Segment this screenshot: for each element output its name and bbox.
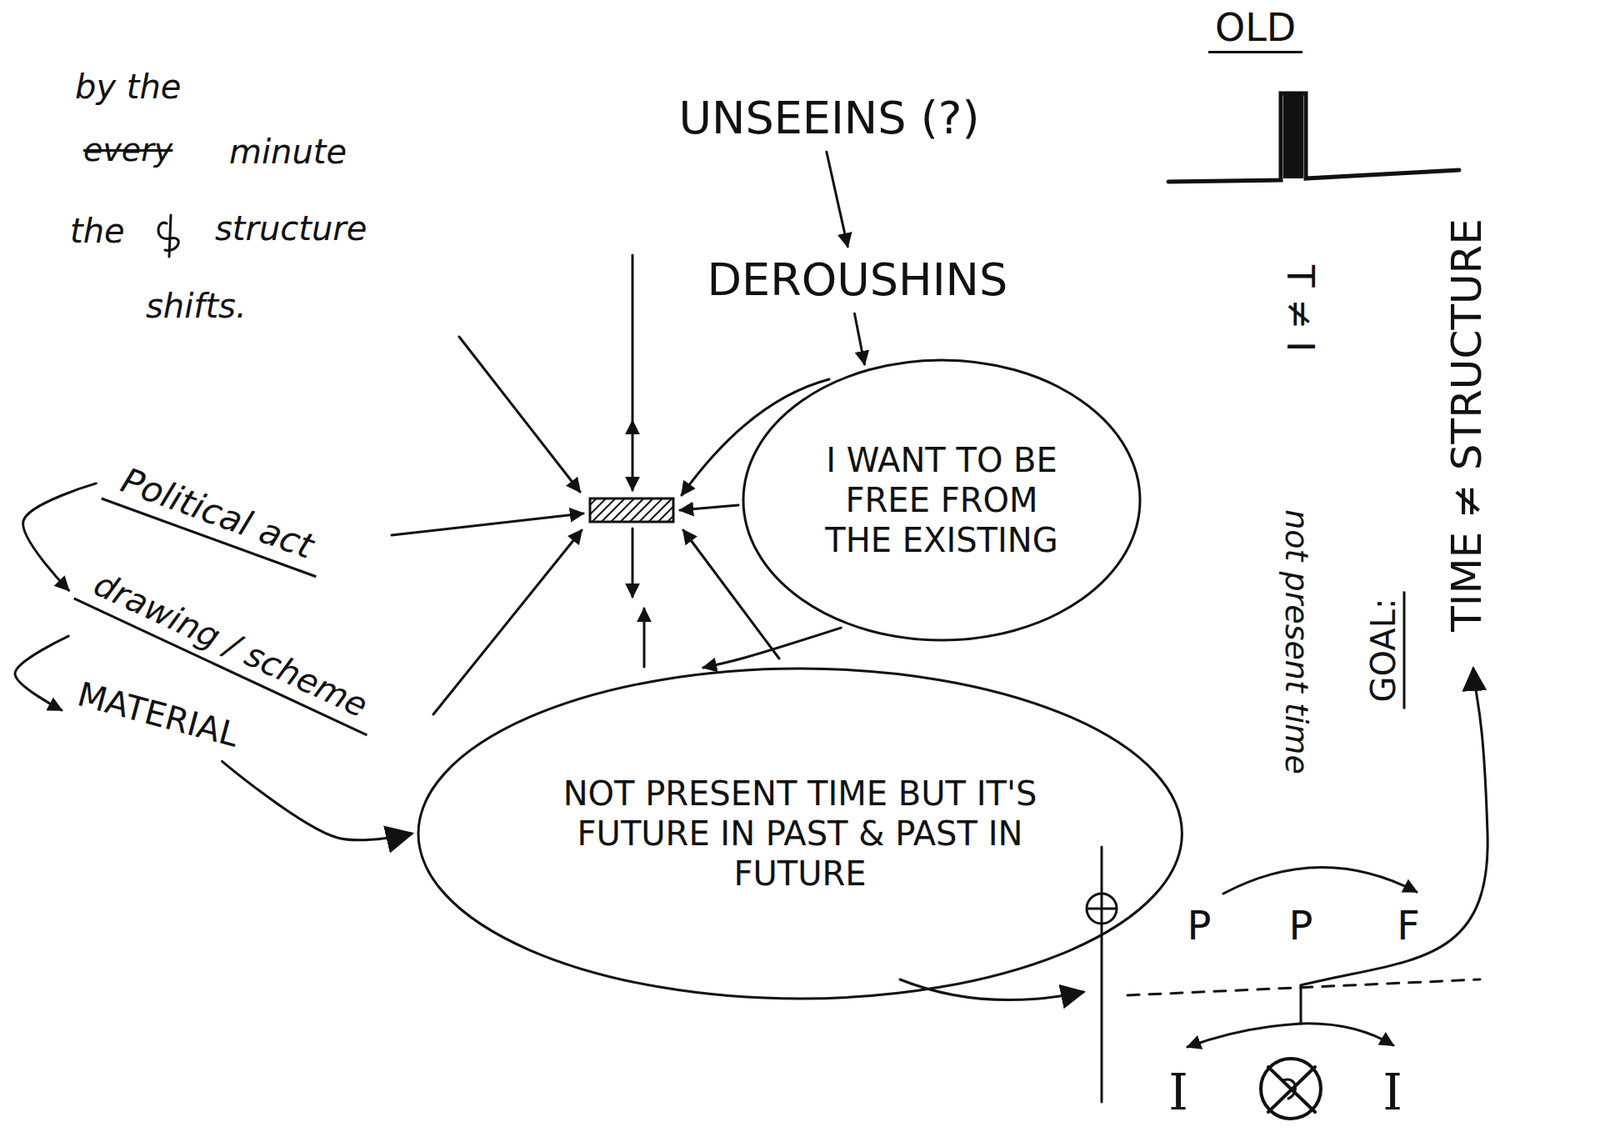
handwritten-note: by the xyxy=(75,68,181,105)
sequence-arrow xyxy=(1223,866,1417,894)
crossed-circle xyxy=(1268,1066,1315,1112)
text-node: MATERIAL xyxy=(66,670,250,759)
timeline-letter: I xyxy=(1168,1064,1189,1120)
vertical-note: not present time xyxy=(1278,509,1314,775)
crossed-circle xyxy=(1260,1058,1321,1119)
converging-arrow xyxy=(683,530,780,659)
timeline-axis xyxy=(1100,846,1104,1102)
handwritten-note: the xyxy=(70,212,125,250)
circled-plus xyxy=(1086,893,1117,924)
ellipse-outline xyxy=(418,668,1182,999)
timeline-letter: I xyxy=(1382,1064,1403,1120)
dashed-separator xyxy=(1127,979,1480,995)
connector-arrow xyxy=(23,483,97,590)
goal-statement: TIME ≠ STRUCTURE xyxy=(1444,218,1490,632)
crossed-circle xyxy=(1268,1066,1315,1112)
text-node: DEROUSHINS xyxy=(700,251,1015,310)
struck-word: every xyxy=(83,133,173,169)
connector-arrow xyxy=(854,313,865,365)
timeline-letter: P xyxy=(1187,903,1212,948)
ellipse-node: I WANT TO BE FREE FROM THE EXISTING xyxy=(741,358,1142,642)
connector-arrow xyxy=(15,635,69,710)
handwritten-note: shifts. xyxy=(145,287,247,325)
scribble-symbol xyxy=(158,215,179,257)
node-text: DEROUSHINS xyxy=(707,253,1009,308)
handwritten-note: structure xyxy=(215,210,367,247)
text-node: UNSEEINS (?) xyxy=(672,90,987,148)
converging-arrow xyxy=(433,530,582,715)
node-text: UNSEEINS (?) xyxy=(679,91,980,146)
hatched-bar xyxy=(590,498,674,522)
graph-spike xyxy=(1283,95,1304,179)
node-text: NOT PRESENT TIME BUT IT'S FUTURE IN PAST… xyxy=(541,773,1059,894)
connector-arrow xyxy=(826,151,848,246)
node-text-box: NOT PRESENT TIME BUT IT'S FUTURE IN PAST… xyxy=(541,773,1059,894)
node-text: MATERIAL xyxy=(73,673,243,755)
formula-note: T ≠ I xyxy=(1280,265,1320,353)
goal-arrow xyxy=(1300,668,1488,985)
timeline-letter: F xyxy=(1396,903,1420,948)
ellipse-node: NOT PRESENT TIME BUT IT'S FUTURE IN PAST… xyxy=(416,666,1184,1000)
node-text-box: I WANT TO BE FREE FROM THE EXISTING xyxy=(816,440,1067,560)
node-text: Political act xyxy=(115,459,320,568)
outgoing-arrow xyxy=(631,420,635,494)
circled-plus xyxy=(1100,895,1104,922)
outgoing-arrow xyxy=(631,528,635,597)
timeline-letter: P xyxy=(1289,903,1314,948)
handwritten-note: minute xyxy=(229,133,347,170)
ellipse-outline xyxy=(743,360,1140,640)
split-arrow xyxy=(1300,1023,1394,1045)
crossed-circle xyxy=(1283,1079,1296,1099)
node-text-box: UNSEEINS (?) xyxy=(679,91,980,146)
converging-arrow xyxy=(391,513,584,535)
split-arrow xyxy=(1187,1023,1301,1047)
connector-arrow xyxy=(703,627,841,668)
split-stem xyxy=(1300,985,1303,1024)
converging-arrow xyxy=(643,608,646,667)
node-text-box: Political act xyxy=(115,459,320,568)
node-text-box: DEROUSHINS xyxy=(707,253,1009,308)
node-text: I WANT TO BE FREE FROM THE EXISTING xyxy=(816,440,1067,560)
connector-arrow xyxy=(221,760,411,840)
converging-arrow xyxy=(631,255,635,490)
goal-heading: GOAL: xyxy=(1365,591,1406,710)
section-heading: OLD xyxy=(1208,6,1303,54)
converging-arrow xyxy=(680,505,739,510)
text-node: Political act xyxy=(100,452,332,577)
old-structure-graph xyxy=(1168,93,1460,182)
node-text-box: MATERIAL xyxy=(73,673,243,755)
converging-arrow xyxy=(459,336,580,492)
